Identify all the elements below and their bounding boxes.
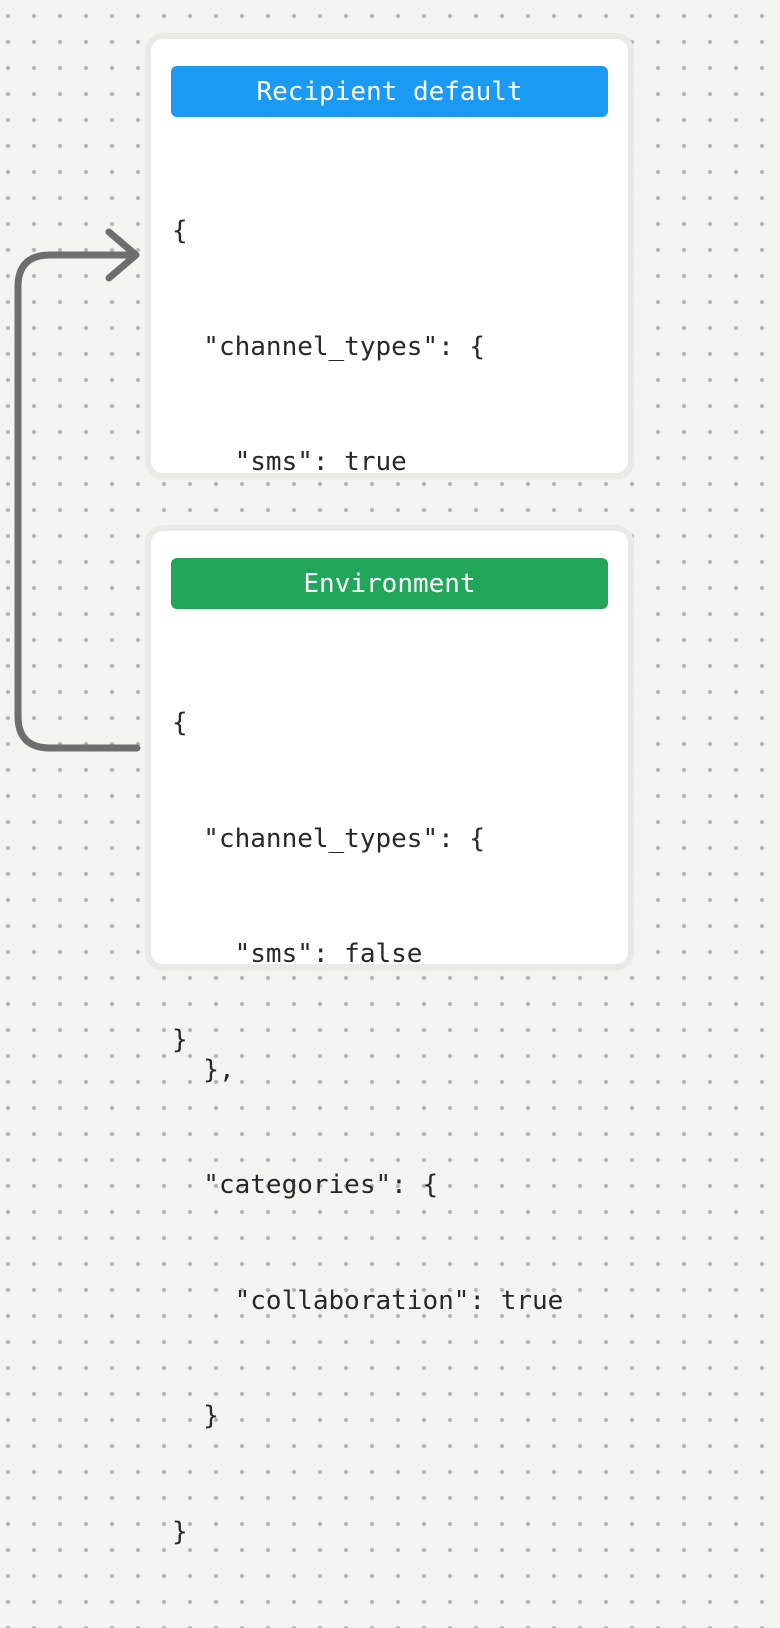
code-line: } <box>172 1516 188 1547</box>
merge-arrow-head <box>105 228 140 282</box>
environment-header: Environment <box>171 558 608 609</box>
environment-header-label: Environment <box>303 568 476 599</box>
merge-arrow-shaft <box>14 251 141 752</box>
code-line: "channel_types": { <box>172 823 486 854</box>
environment-code: { "channel_types": { "sms": false }, "ca… <box>172 627 628 1628</box>
code-line: "categories": { <box>172 1170 439 1200</box>
code-line: }, <box>172 1054 235 1085</box>
code-line: { <box>172 216 188 246</box>
code-line: "sms": false <box>172 939 423 969</box>
recipient-default-header: Recipient default <box>171 66 608 117</box>
code-line: "sms": true <box>172 447 407 477</box>
code-line: { <box>172 708 188 738</box>
environment-card: Environment { "channel_types": { "sms": … <box>145 525 634 1547</box>
code-line: "collaboration": true <box>172 1285 564 1316</box>
code-line: "channel_types": { <box>172 331 486 362</box>
recipient-default-card: Recipient default { "channel_types": { "… <box>145 33 634 1055</box>
canvas: { "diagram": { "background_color": "#f4f… <box>0 0 780 1547</box>
recipient-default-header-label: Recipient default <box>256 76 523 107</box>
code-line: } <box>172 1401 219 1431</box>
